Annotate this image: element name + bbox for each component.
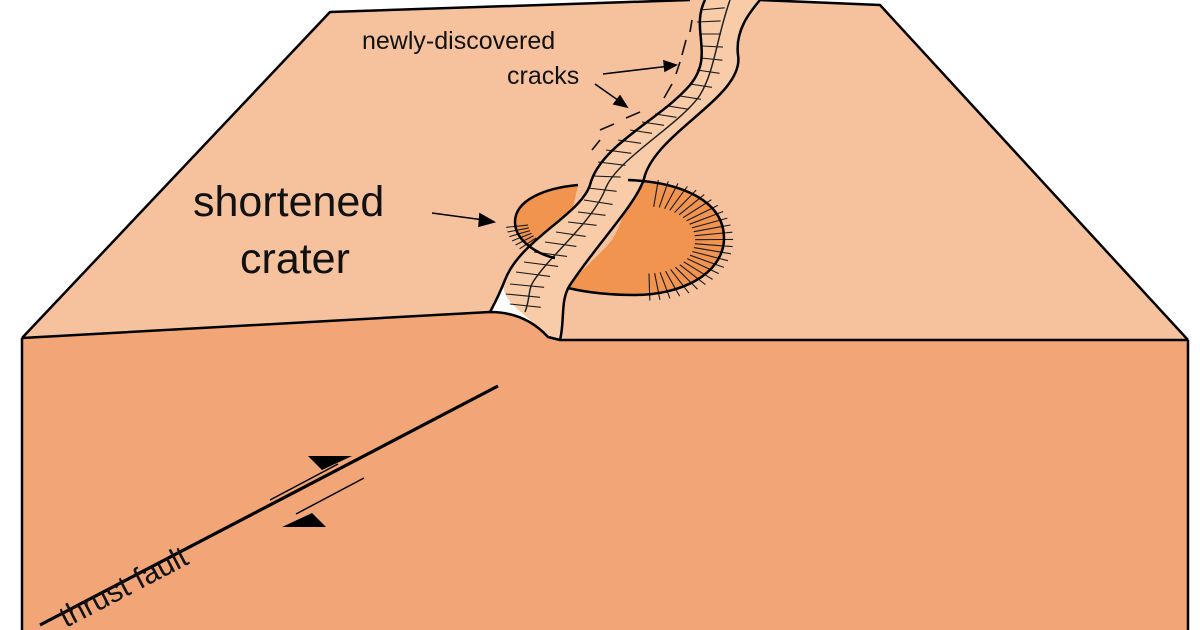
- crack-segment: [675, 61, 681, 75]
- scarp-hachure: [667, 105, 689, 110]
- crack-segment: [663, 83, 673, 99]
- scarp-hachures: [505, 7, 725, 308]
- crater-rim-tick: [675, 289, 681, 297]
- arrow-head-icon: [663, 59, 678, 73]
- crater-rim-tick: [684, 287, 690, 294]
- arrow-half-right-icon: [308, 456, 352, 470]
- fault-scarp: [503, 0, 760, 340]
- crater-rim-tick: [519, 244, 527, 250]
- crater-inner-hachure: [674, 195, 692, 213]
- crack-segment: [599, 123, 615, 131]
- crater-inner-hachure: [689, 214, 716, 225]
- crater-inner-hachure: [653, 186, 658, 207]
- scarp-hachure: [555, 231, 586, 237]
- crater-inner-hachure: [693, 226, 722, 233]
- arrow-half-left-icon: [282, 513, 326, 527]
- scarp-hachure: [509, 303, 541, 308]
- crater-inner-hachure: [694, 243, 724, 247]
- crater-inner-hachure: [658, 187, 667, 208]
- scarp-hachure: [700, 57, 723, 61]
- crater-inner-hachure: [686, 208, 711, 222]
- crater-rim-tick: [710, 269, 719, 275]
- crater-inner-hachure: [514, 224, 529, 228]
- block-outline-top: [21, 0, 1189, 341]
- fault-line: [39, 384, 499, 627]
- crater-rim-tick: [509, 233, 518, 238]
- crater-inner-hachure: [694, 232, 724, 237]
- thrust-fault: [39, 384, 499, 627]
- crater-inner-hachure: [678, 198, 699, 216]
- crater-inner-hachure: [669, 191, 684, 211]
- top-surface-left: [22, 0, 705, 338]
- scarp-hachure: [701, 45, 723, 48]
- crater-inner-hachure: [683, 261, 706, 276]
- crater-rim-tick: [667, 292, 671, 299]
- crater-inner-hachure: [686, 258, 712, 271]
- scarp-hachure: [587, 187, 617, 192]
- crater-inner-hachure: [665, 270, 677, 291]
- scarp-inner-line: [524, 0, 731, 313]
- crater-rim-tick: [506, 225, 515, 228]
- crater-label-line1: shortened: [193, 178, 384, 226]
- crater-inner-hachure: [682, 203, 705, 219]
- crack-segment: [689, 19, 693, 33]
- crater-inner-hachure: [689, 254, 716, 266]
- scarp-hachure: [544, 241, 577, 247]
- crater-label-line2: crater: [240, 235, 350, 283]
- crack-segment: [625, 111, 641, 119]
- crater-rim-tick: [658, 293, 661, 301]
- crater-inner-hachure: [692, 250, 720, 260]
- cracks-pointer-upper: [602, 65, 671, 75]
- fault-offset-line-upper: [269, 463, 339, 501]
- crater-inner-hachure: [664, 189, 676, 209]
- scarp-hachure: [629, 129, 653, 134]
- scarp-hachure: [509, 283, 545, 288]
- fault-offset-line-lower: [295, 477, 365, 515]
- crater-inner-hachure: [691, 219, 720, 229]
- scarp-hachure: [505, 293, 541, 298]
- crater-inner-hachure: [693, 247, 723, 253]
- crater-inner-hachure: [675, 266, 693, 285]
- cracks-label-line1: newly-discovered: [362, 27, 555, 55]
- crater-inner-hachure: [670, 269, 685, 288]
- crater-pointer: [431, 212, 485, 221]
- newly-discovered-cracks: [591, 19, 693, 151]
- block-outline-front: [20, 310, 1190, 630]
- crater-rim-tick: [723, 245, 733, 248]
- scarp-hachure: [696, 69, 720, 74]
- crater-rim-tick: [515, 241, 523, 246]
- crater-rim-tick: [507, 229, 516, 233]
- label-pointers: [431, 59, 678, 228]
- crater-inner-hachure: [659, 272, 669, 293]
- scarp-hachure: [605, 149, 632, 154]
- crater-rim-tick: [715, 263, 725, 268]
- arrow-head-icon: [478, 212, 497, 228]
- scarp-hachure: [515, 271, 551, 277]
- arrow-head-icon: [612, 94, 629, 109]
- scarp-hachure: [591, 175, 621, 178]
- crater-rim-tick: [721, 251, 731, 255]
- crater-inner-hachure: [654, 272, 660, 294]
- crater-rim-tick: [698, 279, 706, 286]
- crater-rim-tick: [705, 274, 713, 280]
- crater-right-half: [568, 180, 725, 295]
- crack-segment: [591, 139, 601, 151]
- scarp-hachure: [699, 7, 725, 11]
- scarp-hachure: [523, 261, 559, 267]
- crater-rim-tick: [719, 257, 729, 262]
- crater-outline: [513, 178, 726, 297]
- cracks-label-line2: cracks: [507, 62, 579, 90]
- crater-inner-hachure: [679, 264, 700, 281]
- crater-rim-tick: [691, 283, 698, 290]
- block-front-face: [22, 312, 1188, 630]
- crater-rim-tick: [511, 237, 520, 242]
- scarp-hachure: [689, 83, 713, 88]
- crater-inner-hachure: [648, 273, 651, 295]
- crack-segment: [681, 39, 687, 56]
